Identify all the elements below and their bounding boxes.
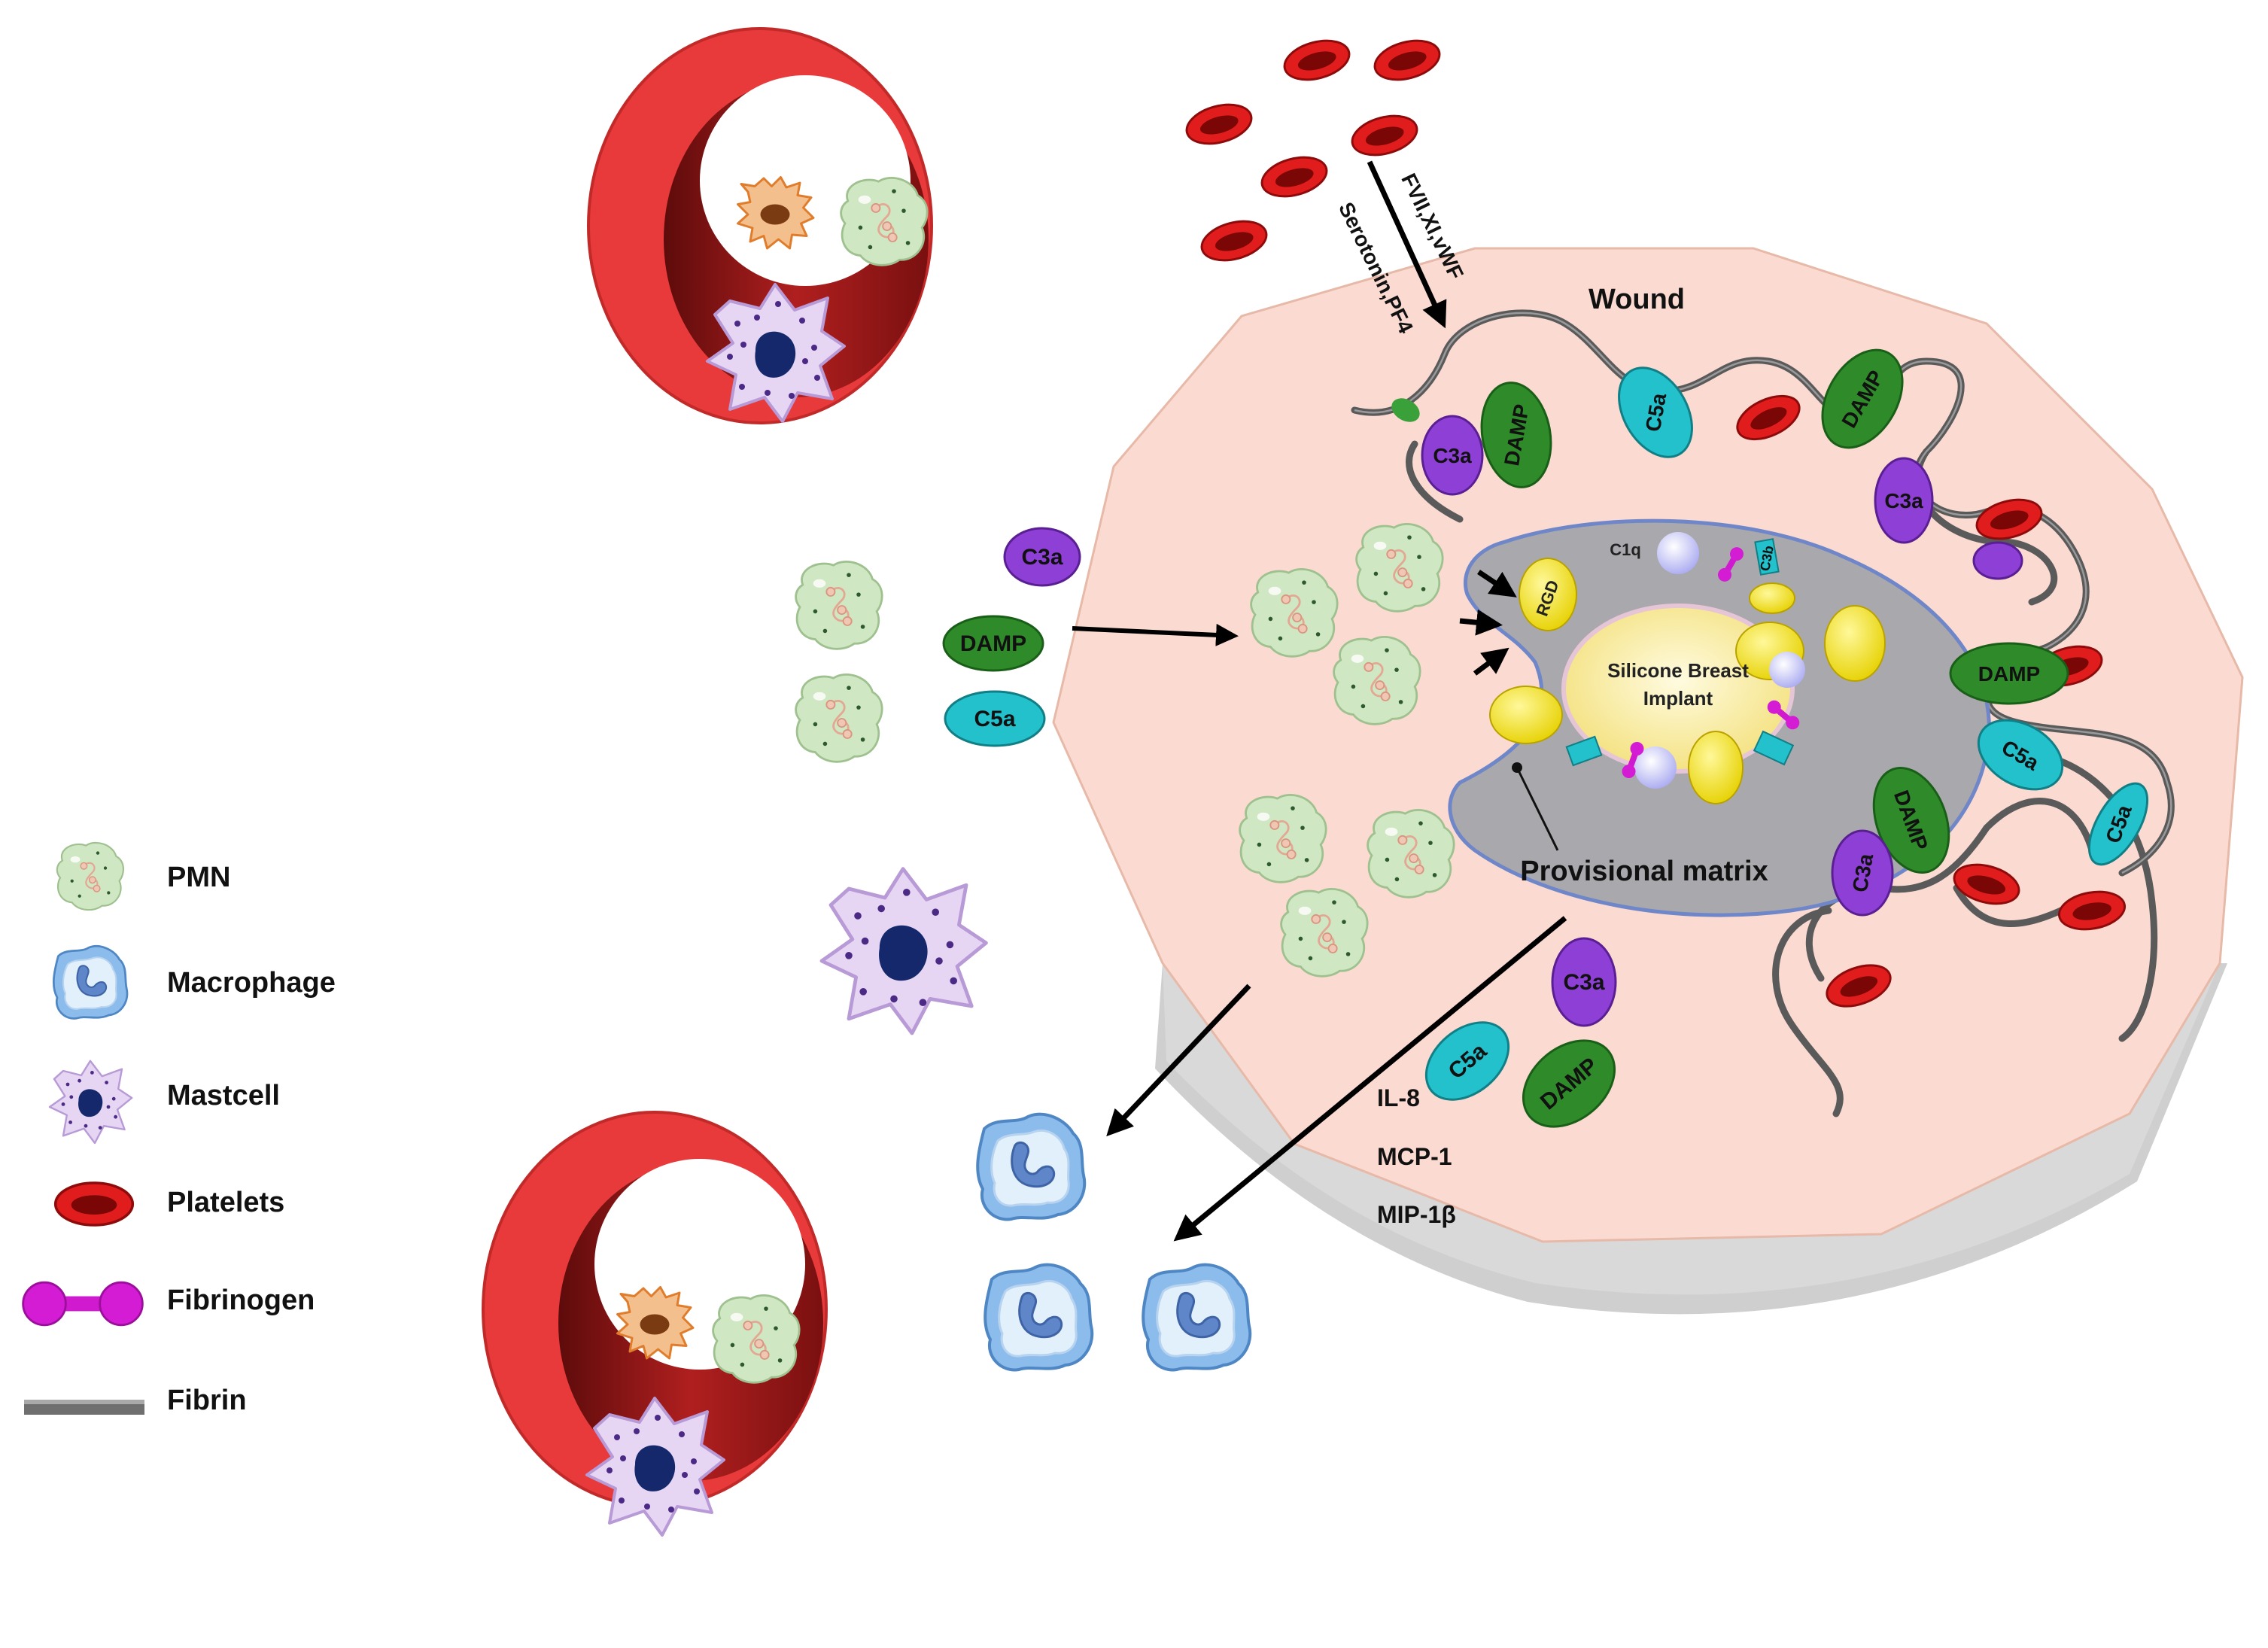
implant-label-line1: Silicone Breast [1607, 659, 1749, 682]
mediator-group-left: C3a DAMP C5a [942, 527, 1081, 747]
pmn-icon [56, 841, 125, 911]
chemokine-label: MCP-1 [1377, 1143, 1452, 1170]
c3a-label: C3a [1884, 489, 1923, 512]
damp-label: DAMP [1978, 662, 2040, 686]
platelet-icon [53, 1181, 135, 1227]
fibrin-molecules [1391, 348, 2149, 917]
implant-label-line2: Implant [1643, 687, 1713, 710]
c3a-label: C3a [1433, 444, 1472, 467]
legend-label-fibrinogen: Fibrinogen [167, 1285, 315, 1316]
legend-label-mastcell: Mastcell [167, 1080, 280, 1111]
provisional-matrix [1448, 518, 1991, 917]
chemokine-label: IL-8 [1377, 1084, 1420, 1111]
platelet-group [1181, 32, 1446, 269]
blood-vessel-top [587, 27, 933, 424]
c3a-label: C3a [1563, 970, 1604, 995]
blood-vessel-bottom [482, 1111, 828, 1537]
c1q-label: C1q [1610, 540, 1641, 559]
wound-label: Wound [1589, 284, 1685, 315]
mastcell-icon [48, 1060, 133, 1145]
silicone-implant [1561, 604, 1795, 774]
pmn-cell [840, 176, 929, 266]
attack-arrows [1459, 570, 1517, 676]
c3a-label: C3a [1021, 545, 1063, 570]
fibrin-icon [24, 1400, 144, 1415]
legend-label-platelets: Platelets [167, 1187, 284, 1218]
c5a-label: C5a [974, 707, 1015, 731]
damp-label: DAMP [960, 631, 1026, 656]
legend: PMN Macrophage Mastcell Platelets Fibrin… [22, 841, 336, 1416]
legend-label-pmn: PMN [167, 862, 230, 893]
chemokine-list: IL-8 MCP-1 MIP-1β [1377, 1084, 1456, 1228]
mastcell-cell [822, 869, 986, 1033]
pmn-cluster-left [795, 560, 883, 763]
provisional-matrix-label: Provisional matrix [1520, 856, 1768, 887]
legend-label-macrophage: Macrophage [167, 967, 336, 999]
macrophage-icon [52, 944, 129, 1020]
legend-label-fibrin: Fibrin [167, 1385, 247, 1416]
chemokine-label: MIP-1β [1377, 1201, 1456, 1228]
mediator-group-bottom: C3a C5a DAMP [1424, 937, 1617, 1128]
fibrinogen-icon [22, 1281, 144, 1327]
macrophage-cluster [976, 1112, 1252, 1372]
mastcell-cell [585, 1397, 725, 1537]
pmn-cell [712, 1294, 801, 1384]
